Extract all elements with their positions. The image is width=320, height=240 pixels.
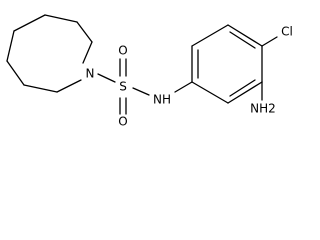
bond-s-nh [132,87,150,96]
bond-ar-6-1 [191,81,229,104]
molecule-diagram: N S O O NH Cl NH2 [6,14,293,129]
bond-n-s [97,73,116,83]
benzene-ring [191,24,263,104]
bond-ring-c1-c2 [76,21,93,43]
bond-ar-cl [261,36,278,47]
azepane-ring [6,14,93,93]
bond-ring-c5-c6 [6,60,25,86]
atom-label-sulfur: S [119,80,127,94]
bond-ar-double-top [229,31,256,49]
atom-label-oxygen-top: O [118,44,127,58]
atom-label-oxygen-bottom: O [118,115,127,129]
bond-ar-5-6 [227,81,263,104]
atom-label-amine: NH2 [250,102,276,116]
bond-ring-c4-c5 [6,30,15,62]
atom-label-ring-nitrogen: N [86,67,95,81]
atom-label-amide-nh: NH [153,93,171,107]
bond-ring-n-c1 [82,41,93,64]
bond-ring-c7-n [56,79,82,93]
bond-ar-double-bottom [229,79,256,97]
bond-ring-c6-c7 [23,84,58,93]
bond-ring-c2-c3 [44,14,78,23]
atom-label-chlorine: Cl [281,25,293,39]
bond-ar-3-4 [227,24,263,47]
bond-ar-2-3 [191,24,229,47]
bond-ring-c3-c4 [13,14,46,32]
bond-nh-ring [174,81,193,93]
